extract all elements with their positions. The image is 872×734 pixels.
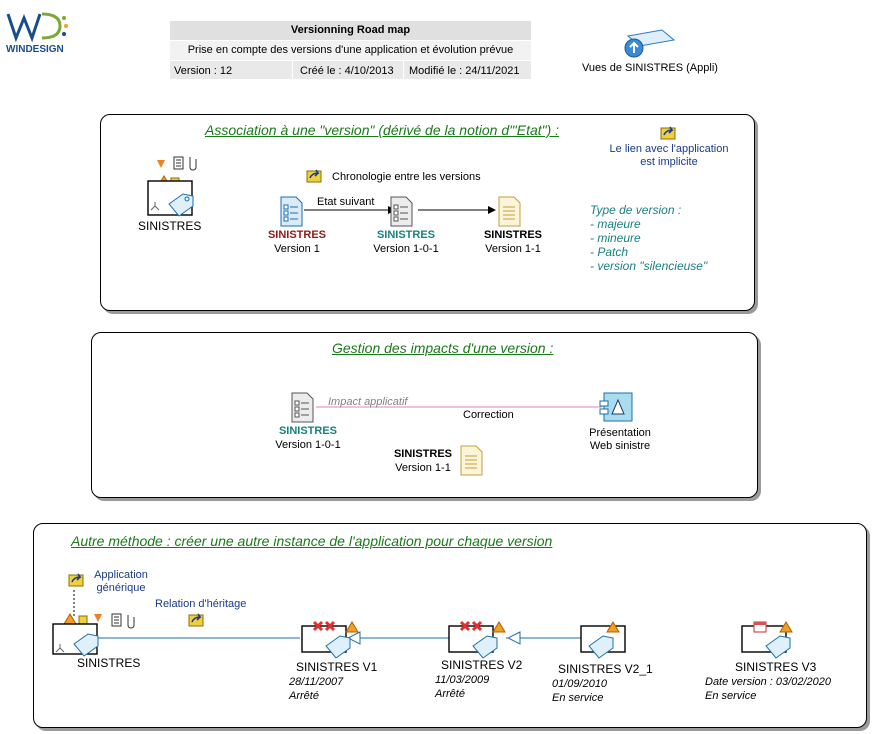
version-type-item: - mineure xyxy=(590,231,641,245)
header-subtitle-bar xyxy=(170,41,531,60)
header-title-bar xyxy=(170,21,531,40)
instance-name: SINISTRES V3 xyxy=(735,660,817,674)
shortcut-arrow-icon xyxy=(660,126,676,140)
version-type-item: - version "silencieuse" xyxy=(590,259,708,273)
second-version-name: SINISTRES xyxy=(393,448,453,460)
application-icon xyxy=(52,613,135,657)
section3-title: Autre méthode : créer une autre instance… xyxy=(71,533,553,549)
application-instance-icon xyxy=(301,620,359,659)
version-number: Version 1-1 xyxy=(485,243,541,255)
section-version-impacts xyxy=(91,332,758,498)
base-app-label: SINISTRES xyxy=(77,656,141,670)
page-subtitle: Prise en compte des versions d'une appli… xyxy=(187,44,514,56)
application-instance-icon xyxy=(580,621,626,659)
inheritance-arrows xyxy=(98,631,584,645)
windesign-logo-icon xyxy=(6,12,68,43)
next-state-label: Etat suivant xyxy=(317,196,375,208)
second-version-number: Version 1-1 xyxy=(395,462,451,474)
chronology-label[interactable]: Chronologie entre les versions xyxy=(332,171,481,183)
version-name: SINISTRES xyxy=(267,229,327,241)
version-document-icon xyxy=(390,196,413,227)
shortcut-arrow-icon xyxy=(306,169,322,183)
instance-status: En service xyxy=(705,690,757,702)
section1-app-label: SINISTRES xyxy=(138,219,202,233)
views-link-label: Vues de SINISTRES (Appli) xyxy=(582,62,718,74)
dashed-link xyxy=(73,590,75,618)
shortcut-arrow-icon xyxy=(68,573,84,587)
logo: WINDESIGN xyxy=(4,8,70,62)
correction-label: Correction xyxy=(463,409,514,421)
generic-application-label: Application générique xyxy=(94,569,148,594)
shortcut-arrow-icon xyxy=(188,613,204,627)
section-version-association xyxy=(100,114,755,311)
application-icon xyxy=(147,156,197,217)
instance-date: Date version : 03/02/2020 xyxy=(705,676,831,688)
inheritance-label: Relation d'héritage xyxy=(155,598,247,610)
section1-title: Association à une "version" (dérivé de l… xyxy=(205,122,560,138)
section2-title: Gestion des impacts d'une version : xyxy=(332,340,554,356)
version-name: SINISTRES xyxy=(483,229,543,241)
instance-date: 28/11/2007 xyxy=(289,676,344,688)
header-meta-bar xyxy=(170,61,531,79)
version-name: SINISTRES xyxy=(376,229,436,241)
views-link[interactable]: Vues de SINISTRES (Appli) xyxy=(580,28,720,78)
impact-link-line xyxy=(316,406,602,408)
version-number: Version 1-0-1 xyxy=(373,243,439,255)
instance-status: Arrêté xyxy=(435,688,465,700)
version-type-item: - Patch xyxy=(590,245,629,259)
page-title: Versionning Road map xyxy=(290,24,411,36)
view-shortcut-icon xyxy=(624,29,676,58)
instance-name: SINISTRES V2 xyxy=(441,658,523,672)
instance-status: Arrêté xyxy=(289,690,319,702)
impact-target-label: Présentation Web sinistre xyxy=(589,427,651,452)
version-number: Version 1 xyxy=(274,243,320,255)
logo-text: WINDESIGN xyxy=(6,44,64,55)
instance-date: 11/03/2009 xyxy=(435,674,490,686)
impact-version-number: Version 1-0-1 xyxy=(275,439,341,451)
version-document-icon xyxy=(280,196,303,227)
impact-version-name: SINISTRES xyxy=(278,425,338,437)
web-component-icon xyxy=(599,392,633,422)
instance-name: SINISTRES V1 xyxy=(296,660,378,674)
modified-date: Modifié le : 24/11/2021 xyxy=(409,65,520,77)
instance-date: 01/09/2010 xyxy=(552,678,608,690)
instance-name: SINISTRES V2_1 xyxy=(558,662,653,676)
version-document-icon xyxy=(460,445,483,476)
application-instance-icon xyxy=(741,621,793,659)
version-document-icon xyxy=(291,392,314,423)
application-instance-icon xyxy=(448,620,506,659)
version-document-icon xyxy=(498,196,521,227)
implicit-link-note: Le lien avec l'application est implicite xyxy=(609,143,729,168)
instance-status: En service xyxy=(552,692,604,704)
created-date: Créé le : 4/10/2013 xyxy=(300,65,394,77)
version-type-item: - majeure xyxy=(590,217,641,231)
version-types-title: Type de version : xyxy=(590,203,682,217)
version-number: Version : 12 xyxy=(174,65,233,77)
impact-label: Impact applicatif xyxy=(328,396,408,408)
